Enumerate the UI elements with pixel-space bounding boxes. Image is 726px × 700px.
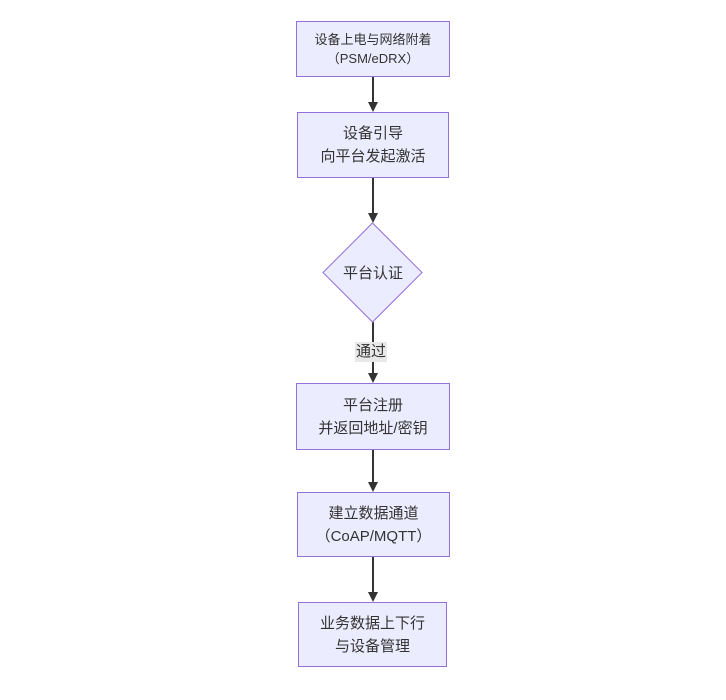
node-text-line: 设备上电与网络附着	[314, 32, 432, 47]
edge-label-pass: 通过	[355, 342, 388, 362]
node-text-line: 并返回地址/密钥	[318, 419, 428, 437]
flow-node-device-bootstrap: 设备引导 向平台发起激活	[297, 112, 449, 178]
arrowhead-icon	[368, 373, 378, 383]
node-text-line: 建立数据通道	[328, 504, 419, 522]
node-text-line: 与设备管理	[334, 637, 410, 655]
edge-line-bootstrap-to-auth	[372, 178, 374, 214]
node-text-line: 平台注册	[342, 396, 403, 414]
arrowhead-icon	[368, 592, 378, 602]
flow-node-data-channel: 建立数据通道 （CoAP/MQTT）	[297, 492, 450, 557]
flow-node-power-network-attach: 设备上电与网络附着 （PSM/eDRX）	[296, 21, 450, 77]
decision-label: 平台认证	[342, 265, 403, 282]
arrowhead-icon	[368, 102, 378, 112]
edge-line-power-to-bootstrap	[372, 77, 374, 103]
node-text-line: 业务数据上下行	[319, 614, 425, 632]
node-text-line: 设备引导	[342, 125, 403, 142]
node-text-line: 向平台发起激活	[320, 148, 426, 165]
edge-line-channel-to-business	[372, 557, 374, 593]
flow-node-business-data-mgmt: 业务数据上下行 与设备管理	[298, 602, 447, 667]
arrowhead-icon	[368, 213, 378, 223]
flow-node-platform-register: 平台注册 并返回地址/密钥	[296, 383, 450, 450]
edge-line-register-to-channel	[372, 450, 374, 483]
arrowhead-icon	[368, 482, 378, 492]
node-text-line: （PSM/eDRX）	[326, 51, 420, 66]
node-text-line: （CoAP/MQTT）	[315, 527, 432, 545]
